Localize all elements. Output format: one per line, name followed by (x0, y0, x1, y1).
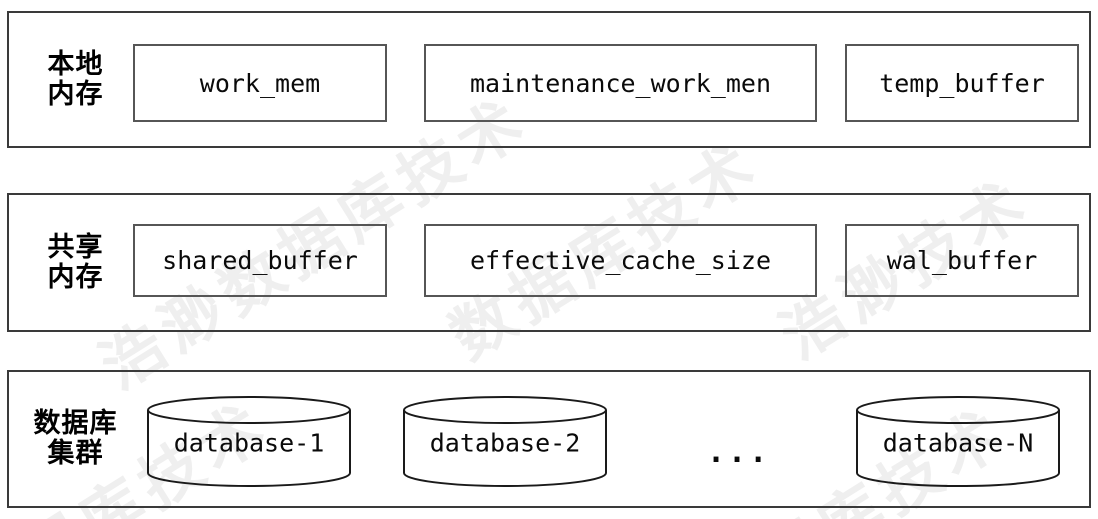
section-shared-memory: 共享 内存 shared_buffer effective_cache_size… (7, 193, 1091, 332)
param-label: temp_buffer (879, 68, 1045, 98)
param-box-shared-buffer[interactable]: shared_buffer (133, 224, 387, 297)
param-label: work_mem (199, 68, 321, 98)
param-box-wal-buffer[interactable]: wal_buffer (845, 224, 1079, 297)
param-box-effective-cache-size[interactable]: effective_cache_size (424, 224, 817, 297)
cylinder-database-n[interactable]: database-N (855, 394, 1061, 489)
cylinder-shape-icon (147, 396, 351, 487)
param-box-work-mem[interactable]: work_mem (133, 44, 387, 122)
watermark-text: 数据库 (150, 509, 376, 519)
section-label-database-cluster: 数据库 集群 (33, 407, 118, 469)
cylinder-database-2[interactable]: database-2 (402, 394, 608, 489)
param-label: shared_buffer (162, 246, 358, 275)
cylinder-label: database-N (882, 428, 1034, 458)
param-box-maintenance-work-mem[interactable]: maintenance_work_men (424, 44, 817, 122)
param-label: maintenance_work_men (469, 68, 772, 98)
cylinder-shape-icon (403, 396, 607, 487)
cylinder-shape-icon (856, 396, 1060, 487)
param-label: wal_buffer (886, 246, 1038, 275)
cylinder-database-1[interactable]: database-1 (146, 394, 352, 489)
param-box-temp-buffer[interactable]: temp_buffer (845, 44, 1079, 122)
section-label-local-memory: 本地 内存 (47, 48, 104, 110)
cluster-ellipsis: ... (707, 435, 771, 470)
cylinder-label: database-1 (173, 428, 325, 458)
cylinder-label: database-2 (429, 428, 581, 458)
param-label: effective_cache_size (469, 246, 772, 275)
section-database-cluster: 数据库 集群 database-1 database-2 ... (7, 370, 1091, 508)
section-local-memory: 本地 内存 work_mem maintenance_work_men temp… (7, 11, 1091, 148)
section-label-shared-memory: 共享 内存 (47, 231, 104, 293)
